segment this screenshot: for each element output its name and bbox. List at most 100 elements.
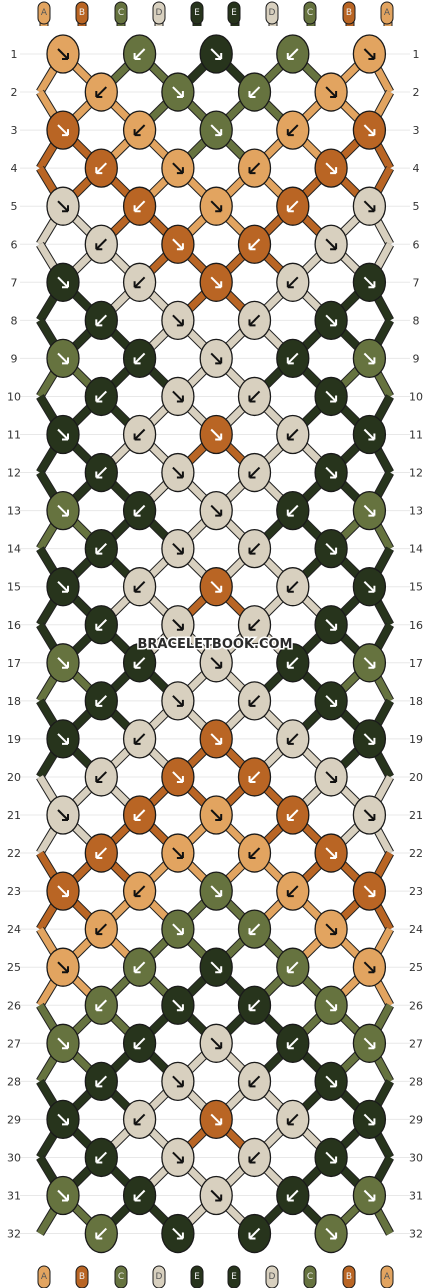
knot-arrow-head bbox=[95, 699, 103, 707]
knot-arrow-head bbox=[368, 1118, 376, 1126]
row-number-left: 1 bbox=[11, 48, 18, 61]
knot-arrow-shaft bbox=[363, 961, 376, 973]
knot-arrow-shaft bbox=[363, 1037, 376, 1050]
knot-arrow-head bbox=[368, 357, 376, 365]
knot-arrow-shaft bbox=[248, 847, 261, 859]
knot-arrow-head bbox=[95, 395, 103, 403]
knot bbox=[84, 833, 118, 873]
knot-arrow-head bbox=[368, 53, 376, 60]
knot bbox=[84, 148, 118, 188]
knot bbox=[199, 871, 233, 911]
knot-arrow-shaft bbox=[325, 695, 337, 707]
string-label: B bbox=[79, 1272, 85, 1282]
knot-arrow-shaft bbox=[325, 542, 337, 555]
knot-arrow-shaft bbox=[210, 733, 222, 745]
knot-arrow-shaft bbox=[248, 314, 261, 327]
row-number-right: 25 bbox=[409, 961, 423, 974]
row-number-left: 9 bbox=[11, 352, 18, 365]
string-label: E bbox=[194, 8, 200, 18]
knot-arrow-shaft bbox=[133, 48, 146, 60]
knot bbox=[46, 871, 80, 911]
knot-arrow-shaft bbox=[57, 1189, 69, 1202]
knot-arrow-head bbox=[62, 737, 69, 745]
knot-arrow-head bbox=[215, 966, 223, 974]
knot bbox=[122, 110, 157, 150]
knot-arrow-head bbox=[133, 814, 141, 821]
left-row-numbers: 1234567891011121314151617181920212223242… bbox=[7, 48, 21, 1241]
knot bbox=[84, 224, 118, 264]
knot-arrow-head bbox=[368, 661, 376, 669]
knot bbox=[122, 1023, 157, 1063]
string-end bbox=[303, 1265, 317, 1288]
row-number-left: 12 bbox=[7, 467, 21, 480]
knot bbox=[84, 757, 118, 797]
knot bbox=[314, 909, 348, 949]
knot-arrow-shaft bbox=[172, 542, 184, 555]
knot-arrow-shaft bbox=[363, 428, 376, 441]
string-end bbox=[75, 1, 89, 25]
knot bbox=[199, 186, 233, 226]
knot bbox=[276, 110, 310, 150]
knot-arrow-shaft bbox=[248, 619, 261, 631]
knot bbox=[276, 1023, 310, 1063]
knot-arrow-head bbox=[176, 775, 184, 783]
row-number-right: 2 bbox=[413, 86, 420, 99]
knot bbox=[276, 567, 310, 607]
knot bbox=[84, 1213, 118, 1254]
knot bbox=[352, 1175, 387, 1216]
knot bbox=[314, 148, 348, 188]
knot-arrow-shaft bbox=[57, 276, 69, 289]
knot bbox=[237, 452, 272, 493]
knot bbox=[314, 224, 348, 264]
knot-arrow-head bbox=[62, 890, 69, 898]
string-end bbox=[265, 1265, 279, 1288]
row-number-right: 18 bbox=[409, 695, 423, 708]
knot-arrow-head bbox=[215, 661, 223, 669]
knot-arrow-head bbox=[95, 852, 103, 860]
knot bbox=[276, 1099, 310, 1140]
string-label: C bbox=[118, 1272, 124, 1282]
row-number-left: 24 bbox=[7, 923, 21, 936]
knot-arrow-head bbox=[62, 966, 69, 974]
knot-arrow-head bbox=[95, 775, 103, 783]
knot-arrow-shaft bbox=[172, 847, 184, 859]
string-label: B bbox=[79, 8, 85, 18]
knot bbox=[46, 262, 80, 302]
knot-arrow-head bbox=[133, 585, 141, 593]
knot-arrow-head bbox=[330, 928, 338, 936]
knot-arrow-head bbox=[95, 1232, 103, 1240]
knot-arrow-shaft bbox=[133, 733, 146, 745]
knot-arrow-head bbox=[62, 585, 69, 593]
knot-arrow-head bbox=[176, 1232, 184, 1240]
knot-arrow-shaft bbox=[325, 999, 337, 1011]
knot-arrow-head bbox=[286, 433, 294, 441]
knot-arrow-head bbox=[286, 129, 294, 137]
knot bbox=[237, 376, 272, 417]
knot-arrow-shaft bbox=[95, 466, 108, 479]
string-end bbox=[152, 1265, 166, 1288]
knot bbox=[122, 567, 157, 607]
knot-arrow-head bbox=[176, 319, 184, 327]
knot-arrow-shaft bbox=[287, 1189, 299, 1202]
knot-arrow-shaft bbox=[248, 771, 261, 783]
knot-arrow-shaft bbox=[363, 276, 376, 289]
knot-arrow-shaft bbox=[248, 238, 261, 250]
knot-arrow-head bbox=[248, 623, 256, 631]
knot-arrow-shaft bbox=[57, 961, 69, 973]
knot-arrow-shaft bbox=[172, 162, 184, 174]
knot-arrow-shaft bbox=[210, 200, 222, 212]
knot-arrow-shaft bbox=[133, 428, 146, 441]
knot-arrow-head bbox=[368, 129, 376, 137]
string-label: D bbox=[156, 1272, 163, 1282]
row-number-right: 24 bbox=[409, 923, 423, 936]
knot-arrow-head bbox=[215, 1118, 223, 1126]
knot bbox=[276, 643, 310, 683]
knot-arrow-head bbox=[62, 814, 69, 821]
knot-arrow-head bbox=[368, 814, 376, 821]
knot-arrow-head bbox=[176, 1156, 184, 1164]
knot bbox=[352, 262, 387, 302]
knot-arrow-head bbox=[248, 319, 256, 327]
row-number-left: 23 bbox=[7, 885, 21, 898]
knot bbox=[46, 490, 80, 531]
